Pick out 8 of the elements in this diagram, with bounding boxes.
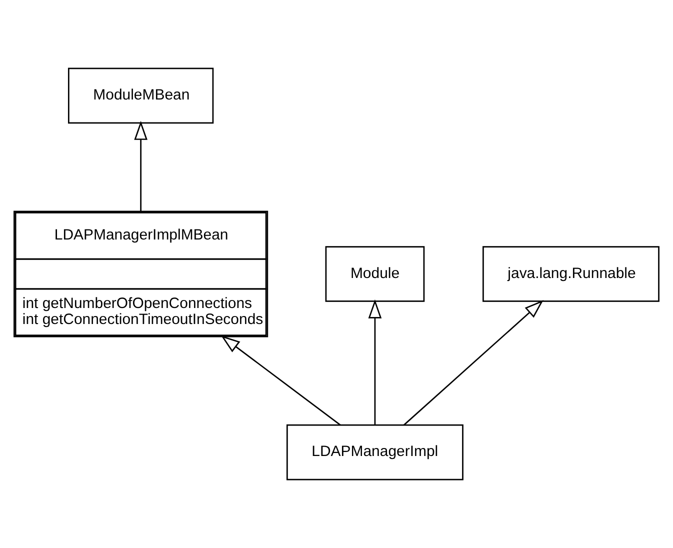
node-box: ModuleMBean bbox=[68, 68, 214, 124]
arrow bbox=[134, 120, 148, 212]
arrow bbox=[220, 335, 341, 426]
node-box: LDAPManagerImpl bbox=[286, 424, 464, 480]
arrow bbox=[368, 299, 382, 426]
node-box: Module bbox=[325, 246, 425, 302]
arrow bbox=[403, 300, 544, 426]
node-box: java.lang.Runnable bbox=[482, 246, 660, 302]
